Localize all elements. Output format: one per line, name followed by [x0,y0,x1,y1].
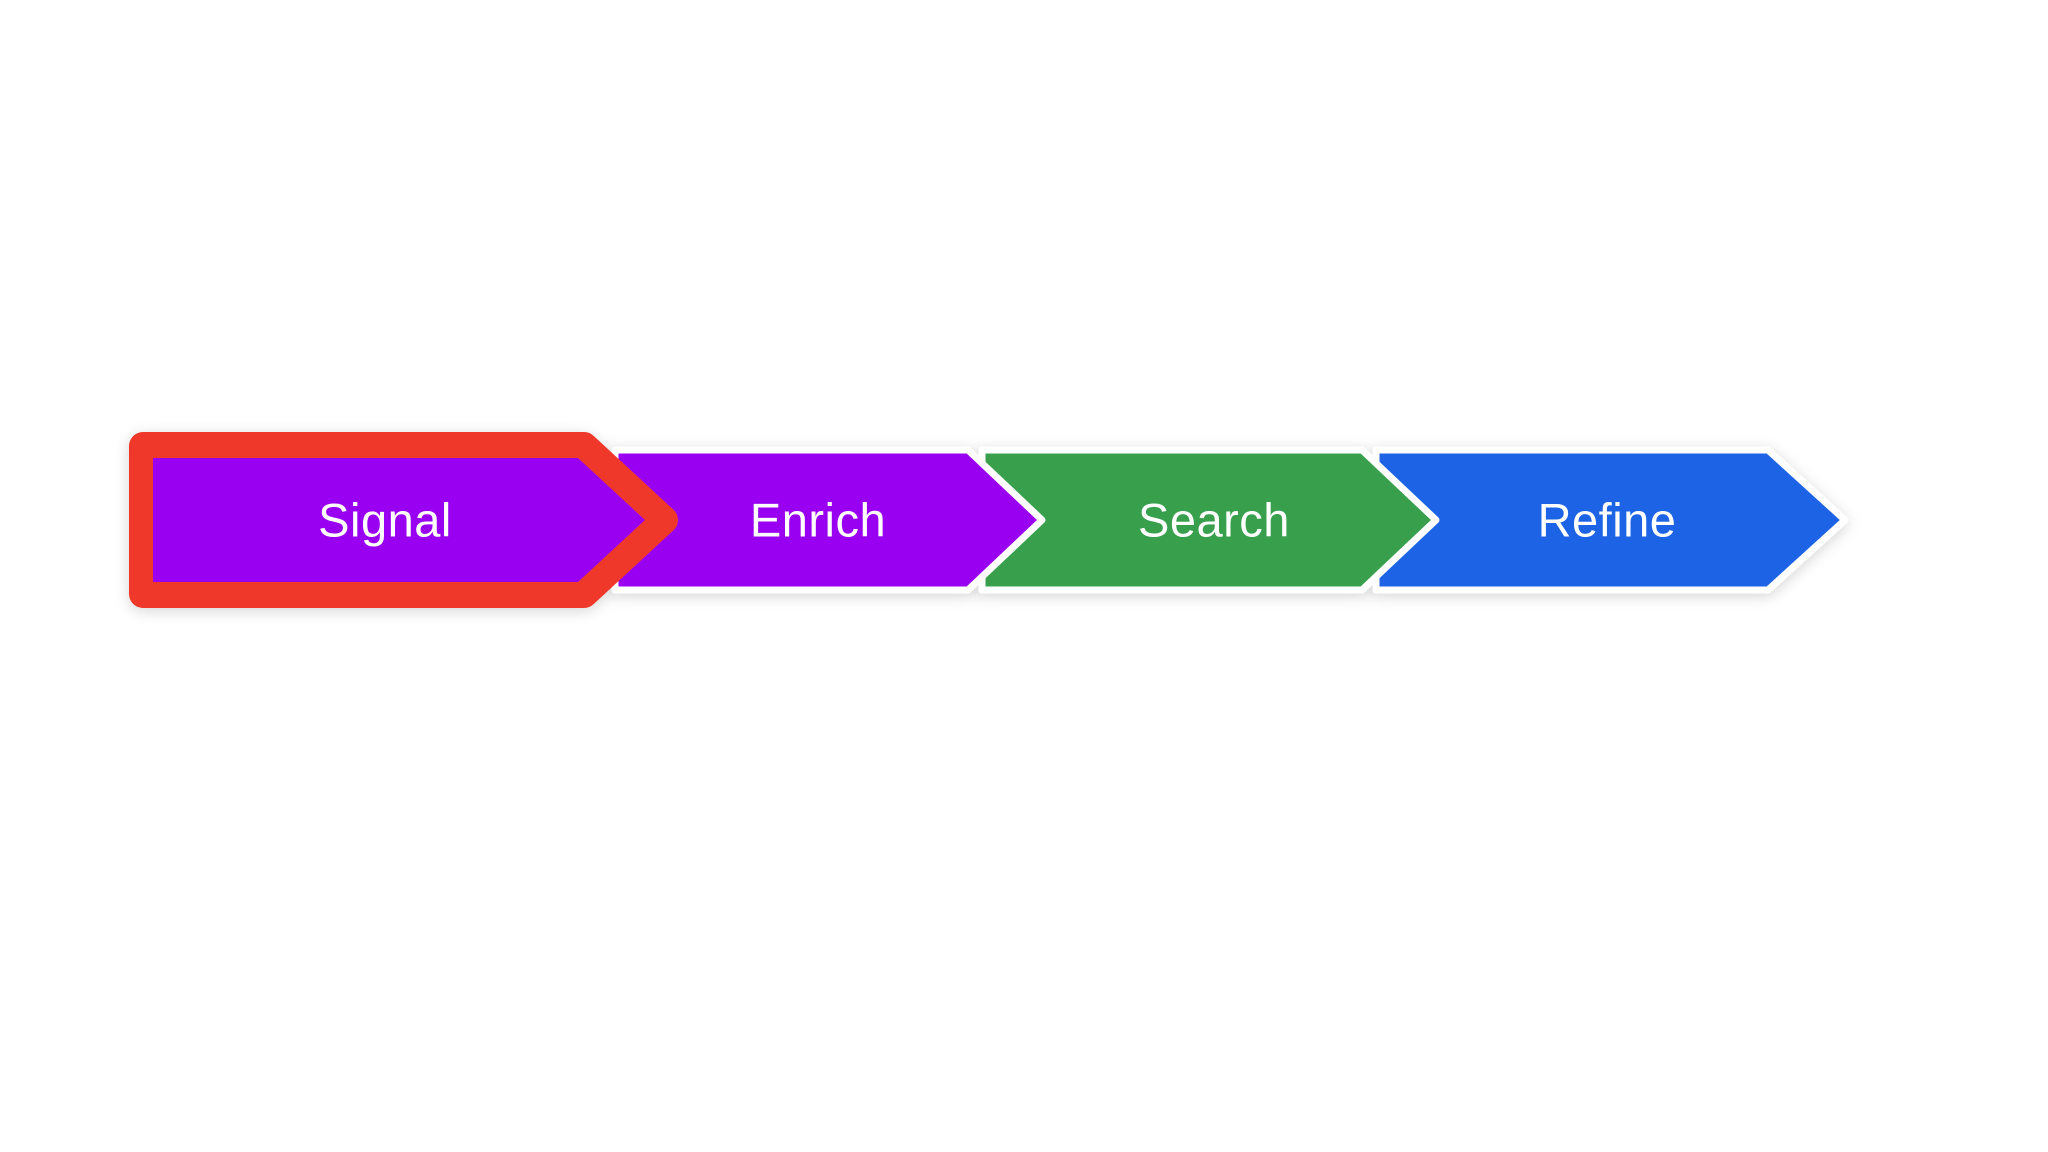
step-search[interactable]: Search [978,446,1440,594]
step-label-enrich: Enrich [750,493,886,546]
step-label-refine: Refine [1538,493,1677,546]
step-label-search: Search [1138,493,1290,546]
step-signal[interactable]: Signal [153,458,645,582]
step-enrich[interactable]: Enrich [611,446,1046,594]
chevron-arrow-signal[interactable] [153,458,645,582]
step-refine[interactable]: Refine [1372,446,1849,594]
step-label-signal: Signal [318,493,452,546]
